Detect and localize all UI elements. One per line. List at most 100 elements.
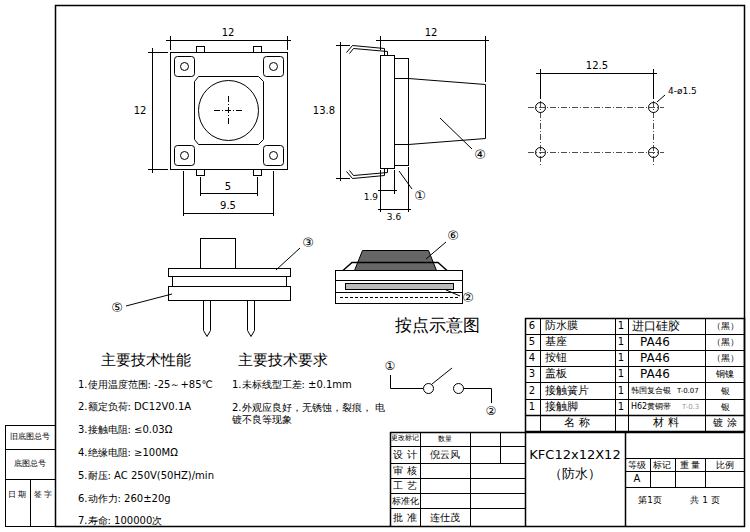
dimension: 4-ø1.5 — [668, 86, 697, 97]
table-cell: H62黄铜带 — [631, 402, 671, 412]
top-view-line — [264, 146, 284, 166]
switch-symbol-line — [391, 375, 424, 389]
side-view-line — [376, 40, 489, 41]
front-view-line — [169, 287, 291, 301]
table-cell: T-0.07 — [677, 387, 699, 395]
top-view-line — [170, 36, 171, 50]
parts-table-line — [525, 382, 745, 383]
table-cell: （黑） — [712, 321, 739, 332]
front-view-line — [276, 248, 300, 270]
table-cell: 2 — [529, 385, 535, 397]
top-view-line — [183, 171, 184, 216]
top-view-line — [199, 81, 259, 141]
table-cell: 1 — [618, 385, 624, 397]
title-block-cell: 连仕茂 — [430, 512, 460, 524]
mounting-hole-pattern-line — [657, 95, 665, 102]
front-view-line — [173, 277, 287, 287]
mounting-hole-pattern-line — [540, 101, 541, 165]
table-cell: T-0.3 — [682, 403, 699, 411]
top-view-line — [270, 152, 278, 160]
section-view-line — [346, 284, 454, 290]
section-view-line — [426, 242, 446, 259]
section-view-line — [335, 292, 462, 293]
terminal-number: ② — [486, 404, 497, 418]
table-cell: 1 — [618, 401, 624, 413]
margin-cell: 旧底图总号 — [10, 432, 50, 442]
table-cell: 1 — [618, 336, 624, 348]
mounting-hole-pattern-line — [653, 69, 654, 99]
side-view-line — [340, 42, 341, 181]
title-block-line — [675, 458, 676, 487]
section-heading: 主要技术性能 — [101, 351, 191, 369]
top-view-line — [171, 53, 288, 170]
section-view-line — [343, 263, 447, 271]
margin-cell: 日 期 — [8, 490, 27, 500]
drawing-title: KFC12x12X12 — [529, 447, 620, 463]
side-view-line — [408, 167, 409, 212]
title-block-line — [390, 508, 525, 509]
switch-symbol-line — [464, 389, 492, 404]
table-cell: PA46 — [640, 367, 670, 381]
top-view-line — [264, 57, 284, 77]
top-view-line — [175, 57, 195, 77]
table-cell: 6 — [529, 320, 535, 332]
title-block-line — [390, 493, 525, 494]
side-view-line — [350, 169, 388, 176]
table-cell: PA46 — [640, 351, 670, 365]
dimension: 12 — [425, 27, 438, 39]
table-cell: 1 — [618, 320, 624, 332]
top-view-line — [148, 169, 168, 170]
title-block-line — [705, 458, 706, 487]
title-block-cell: 比例 — [716, 460, 734, 471]
top-view-line — [254, 47, 262, 53]
title-block-line — [625, 471, 745, 472]
switch-symbol-line — [454, 384, 464, 394]
title-block-line — [420, 432, 421, 527]
table-cell: 1 — [618, 352, 624, 364]
table-cell: 银 — [721, 386, 730, 397]
table-cell: 5 — [529, 336, 535, 348]
side-view-line — [394, 78, 408, 79]
parts-table-line — [525, 350, 745, 351]
side-view-line — [378, 190, 397, 191]
title-block-line — [625, 458, 745, 459]
title-block-line — [390, 432, 745, 434]
table-cell: PA46 — [640, 335, 670, 349]
terminal-number: ① — [385, 359, 396, 373]
title-block-cell: 倪云风 — [430, 449, 460, 461]
title-block-cell: 审 核 — [393, 465, 416, 477]
top-view-line — [152, 48, 153, 173]
parts-table-line — [525, 366, 745, 367]
title-block-cell: 设 计 — [393, 449, 416, 461]
mounting-hole-pattern-line — [653, 101, 654, 165]
spec-item: 4.绝缘电阻: ≥100MΩ — [78, 447, 178, 459]
section-view-line — [355, 251, 437, 271]
dimension: 13.8 — [313, 105, 335, 117]
front-view-line — [204, 301, 211, 337]
top-view-line — [181, 152, 189, 160]
side-view-line — [409, 79, 486, 145]
table-header: 材 料 — [653, 416, 679, 429]
front-view-line — [169, 269, 291, 277]
spec-item: 7.寿命: 100000次 — [78, 515, 162, 527]
mounting-hole-pattern-line — [528, 152, 664, 153]
parts-table-line — [525, 415, 745, 417]
spec-item: 6.动作力: 260±20g — [78, 493, 171, 505]
top-view-line — [287, 36, 288, 50]
side-view-line — [485, 36, 486, 82]
dimension: 1.9 — [364, 192, 378, 203]
callout-number: ④ — [474, 147, 486, 163]
table-cell: 韩国复合银 — [631, 386, 671, 396]
section-view-line — [340, 297, 458, 298]
table-cell: 1 — [618, 368, 624, 380]
spec-item: 1.使用温度范围: -25～+85℃ — [78, 379, 213, 391]
callout-number: ① — [414, 188, 426, 204]
section-heading: 主要技术要求 — [238, 351, 328, 369]
title-block-line — [525, 432, 527, 527]
parts-table-line — [525, 334, 745, 335]
top-view-line — [270, 63, 278, 71]
title-block-cell: 数量 — [438, 435, 452, 443]
title-block-cell: 批 准 — [393, 512, 416, 524]
top-view-line — [195, 77, 264, 145]
